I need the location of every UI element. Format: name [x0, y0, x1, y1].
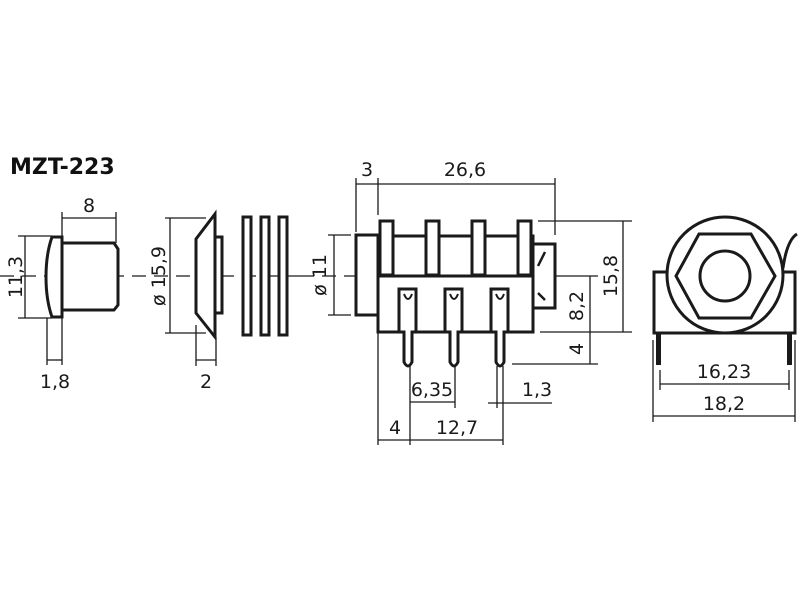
dim-length: 26,6	[444, 159, 486, 181]
dim-nut-height: 11,3	[5, 256, 27, 298]
dim-pin-height: 8,2	[566, 291, 588, 321]
part-number-title: MZT-223	[10, 155, 115, 180]
dim-pin-pitch: 6,35	[411, 379, 453, 401]
nut-drawing: 11,3 8 1,8	[5, 195, 120, 393]
jack-hole	[698, 249, 752, 303]
nut-flange	[44, 235, 64, 319]
dim-bushing: ø 11	[309, 254, 331, 296]
jack-front-drawing: 16,23 18,2	[652, 215, 798, 422]
ring-1	[241, 215, 253, 337]
dim-nut-flange: 1,8	[40, 371, 70, 393]
dim-width: 18,2	[703, 393, 745, 415]
dim-washer-diameter: ø 15,9	[148, 246, 170, 306]
dim-height: 15,8	[600, 255, 622, 297]
ring-2	[259, 215, 271, 337]
dim-front: 3	[361, 159, 373, 181]
jack-bushing	[354, 233, 380, 317]
dim-pin-span: 12,7	[436, 417, 478, 439]
dim-pin-width: 1,3	[522, 379, 552, 401]
nut-body	[60, 241, 120, 312]
jack-pins	[397, 287, 510, 368]
dim-nut-length: 8	[83, 195, 95, 217]
jack-side-drawing: 3 26,6 ø 11 15,8 8,2 4 6,35 1,3 4 12,7	[309, 159, 632, 445]
ring-3	[277, 215, 289, 337]
washer-drawing: ø 15,9 2	[148, 209, 289, 393]
dim-pin-spacing: 16,23	[697, 361, 751, 383]
washer-lip	[213, 235, 224, 315]
dim-front-to-pin: 4	[389, 417, 401, 439]
washer-cone	[194, 209, 217, 342]
dim-washer-thickness: 2	[200, 371, 212, 393]
dim-pin-length: 4	[566, 343, 588, 355]
